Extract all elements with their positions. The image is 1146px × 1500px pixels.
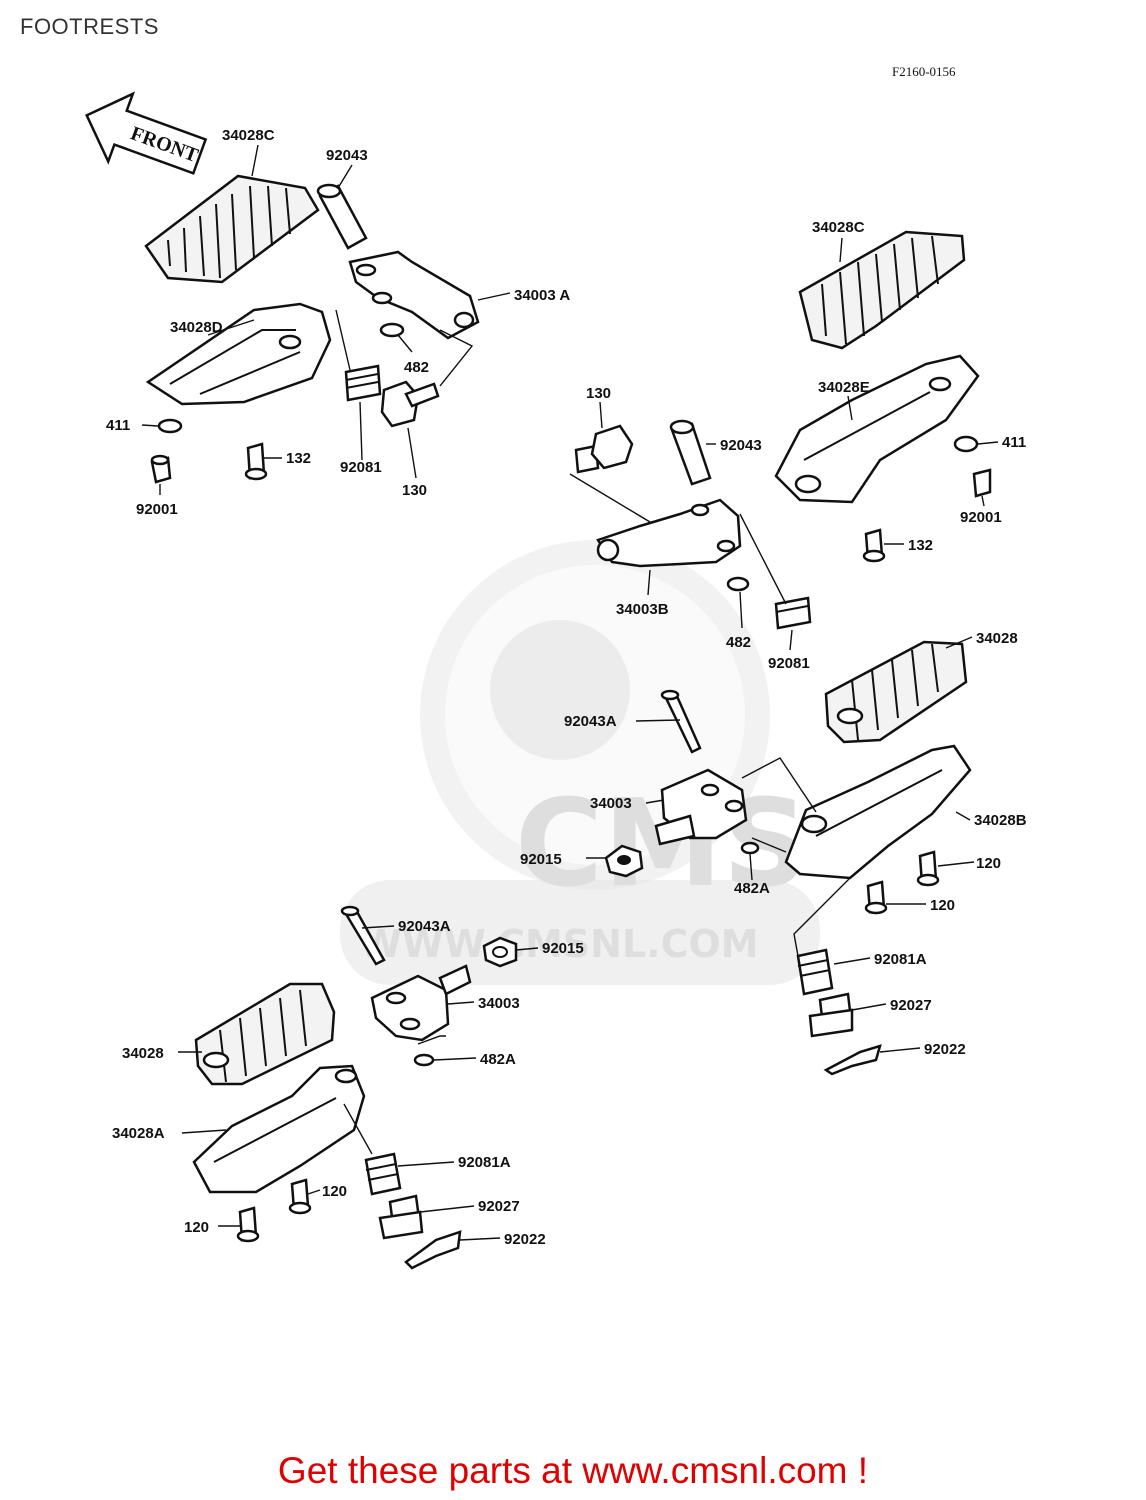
callout-label: 92081 bbox=[768, 655, 810, 672]
callout-label: 34028 bbox=[976, 630, 1018, 647]
grease-nipple-92001-left bbox=[150, 454, 172, 484]
washer-482a-left bbox=[413, 1053, 435, 1067]
callout-label: 92015 bbox=[520, 851, 562, 868]
plate-92022-left bbox=[404, 1230, 462, 1270]
nut-411-right bbox=[953, 435, 979, 453]
plate-92022-right bbox=[823, 1044, 882, 1076]
pin-92043-right bbox=[669, 419, 712, 486]
collar-92027-right bbox=[808, 992, 854, 1038]
footrest-34028e bbox=[774, 354, 980, 504]
spring-92081 bbox=[344, 364, 382, 402]
callout-label: 130 bbox=[402, 482, 427, 499]
grease-nipple-92001-right bbox=[972, 468, 992, 498]
callout-label: 34003 bbox=[590, 795, 632, 812]
bolt-132-left bbox=[244, 442, 268, 481]
callout-label: 411 bbox=[1002, 434, 1026, 451]
callout-label: 120 bbox=[322, 1183, 347, 1200]
callout-label: 120 bbox=[930, 897, 955, 914]
nut-411-left bbox=[157, 418, 183, 434]
callout-label: 34003B bbox=[616, 601, 669, 618]
shop-link[interactable]: Get these parts at www.cmsnl.com ! bbox=[277, 1450, 869, 1491]
callout-label: 411 bbox=[106, 417, 130, 434]
callout-label: 34028B bbox=[974, 812, 1027, 829]
washer-482-left bbox=[379, 322, 405, 338]
collar-92027-left bbox=[378, 1194, 424, 1240]
bolt-120-a bbox=[916, 850, 940, 887]
bolt-120-c bbox=[288, 1178, 312, 1215]
footrest-34028a bbox=[192, 1064, 366, 1194]
bracket-34003-right bbox=[654, 768, 748, 846]
callout-label: 34028A bbox=[112, 1125, 165, 1142]
callout-label: 34003 A bbox=[514, 287, 570, 304]
bracket-34003b bbox=[596, 498, 742, 568]
spring-92081a-left bbox=[364, 1152, 402, 1196]
callout-label: 92043A bbox=[398, 918, 451, 935]
callout-label: 34003 bbox=[478, 995, 520, 1012]
bolt-120-b bbox=[864, 880, 888, 915]
bolt-130-left bbox=[380, 380, 440, 428]
rubber-pad-34028 bbox=[824, 640, 968, 744]
callout-label: 92001 bbox=[136, 501, 178, 518]
callout-label: 34028C bbox=[812, 219, 865, 236]
front-arrow: FRONT bbox=[85, 91, 208, 175]
bolt-132-right bbox=[862, 528, 886, 563]
diagram-code: F2160-0156 bbox=[892, 64, 956, 79]
washer-482-right bbox=[726, 576, 750, 592]
callout-label: 132 bbox=[286, 450, 311, 467]
nut-92015-right bbox=[604, 844, 644, 878]
callout-labels: 34028C 92043 34003 A 34028D 482 411 132 … bbox=[106, 127, 1027, 1248]
footrest-34028d bbox=[145, 302, 332, 406]
callout-label: 92081A bbox=[458, 1154, 511, 1171]
callout-label: 482A bbox=[734, 880, 770, 897]
callout-label: 92022 bbox=[924, 1041, 966, 1058]
callout-label: 92027 bbox=[478, 1198, 520, 1215]
bolt-130-right bbox=[574, 424, 634, 474]
spring-92081-right bbox=[774, 596, 812, 630]
callout-label: 92043 bbox=[326, 147, 368, 164]
callout-label: 92043 bbox=[720, 437, 762, 454]
pin-92043a-left bbox=[340, 905, 386, 966]
footrest-34028b bbox=[784, 744, 972, 880]
callout-label: 92027 bbox=[890, 997, 932, 1014]
bolt-120-d bbox=[236, 1206, 260, 1243]
pin-92043a-right bbox=[660, 689, 702, 754]
pin-92043-left bbox=[316, 183, 368, 250]
washer-482a-right bbox=[740, 841, 760, 855]
callout-label: 92081 bbox=[340, 459, 382, 476]
callout-label: 120 bbox=[976, 855, 1001, 872]
page-title: FOOTRESTS bbox=[20, 14, 159, 39]
callout-label: 482A bbox=[480, 1051, 516, 1068]
callout-label: 120 bbox=[184, 1219, 209, 1236]
callout-label: 92015 bbox=[542, 940, 584, 957]
callout-label: 92022 bbox=[504, 1231, 546, 1248]
callout-label: 34028C bbox=[222, 127, 275, 144]
rubber-pad-34028-left bbox=[194, 982, 336, 1086]
watermark-site: WWW.CMSNL.COM bbox=[360, 922, 759, 966]
callout-label: 34028 bbox=[122, 1045, 164, 1062]
callout-label: 482 bbox=[726, 634, 751, 651]
callout-label: 92081A bbox=[874, 951, 927, 968]
callout-label: 92043A bbox=[564, 713, 617, 730]
callout-label: 130 bbox=[586, 385, 611, 402]
bracket-34003a bbox=[348, 250, 480, 340]
callout-label: 34028E bbox=[818, 379, 870, 396]
nut-92015-left bbox=[482, 936, 518, 968]
spring-92081a-right bbox=[796, 948, 834, 996]
callout-label: 482 bbox=[404, 359, 429, 376]
callout-label: 92001 bbox=[960, 509, 1002, 526]
callout-label: 132 bbox=[908, 537, 933, 554]
rubber-pad-34028c-left bbox=[144, 174, 320, 284]
bracket-34003-left bbox=[370, 964, 472, 1042]
rubber-pad-34028c-right bbox=[798, 230, 966, 350]
callout-label: 34028D bbox=[170, 319, 223, 336]
